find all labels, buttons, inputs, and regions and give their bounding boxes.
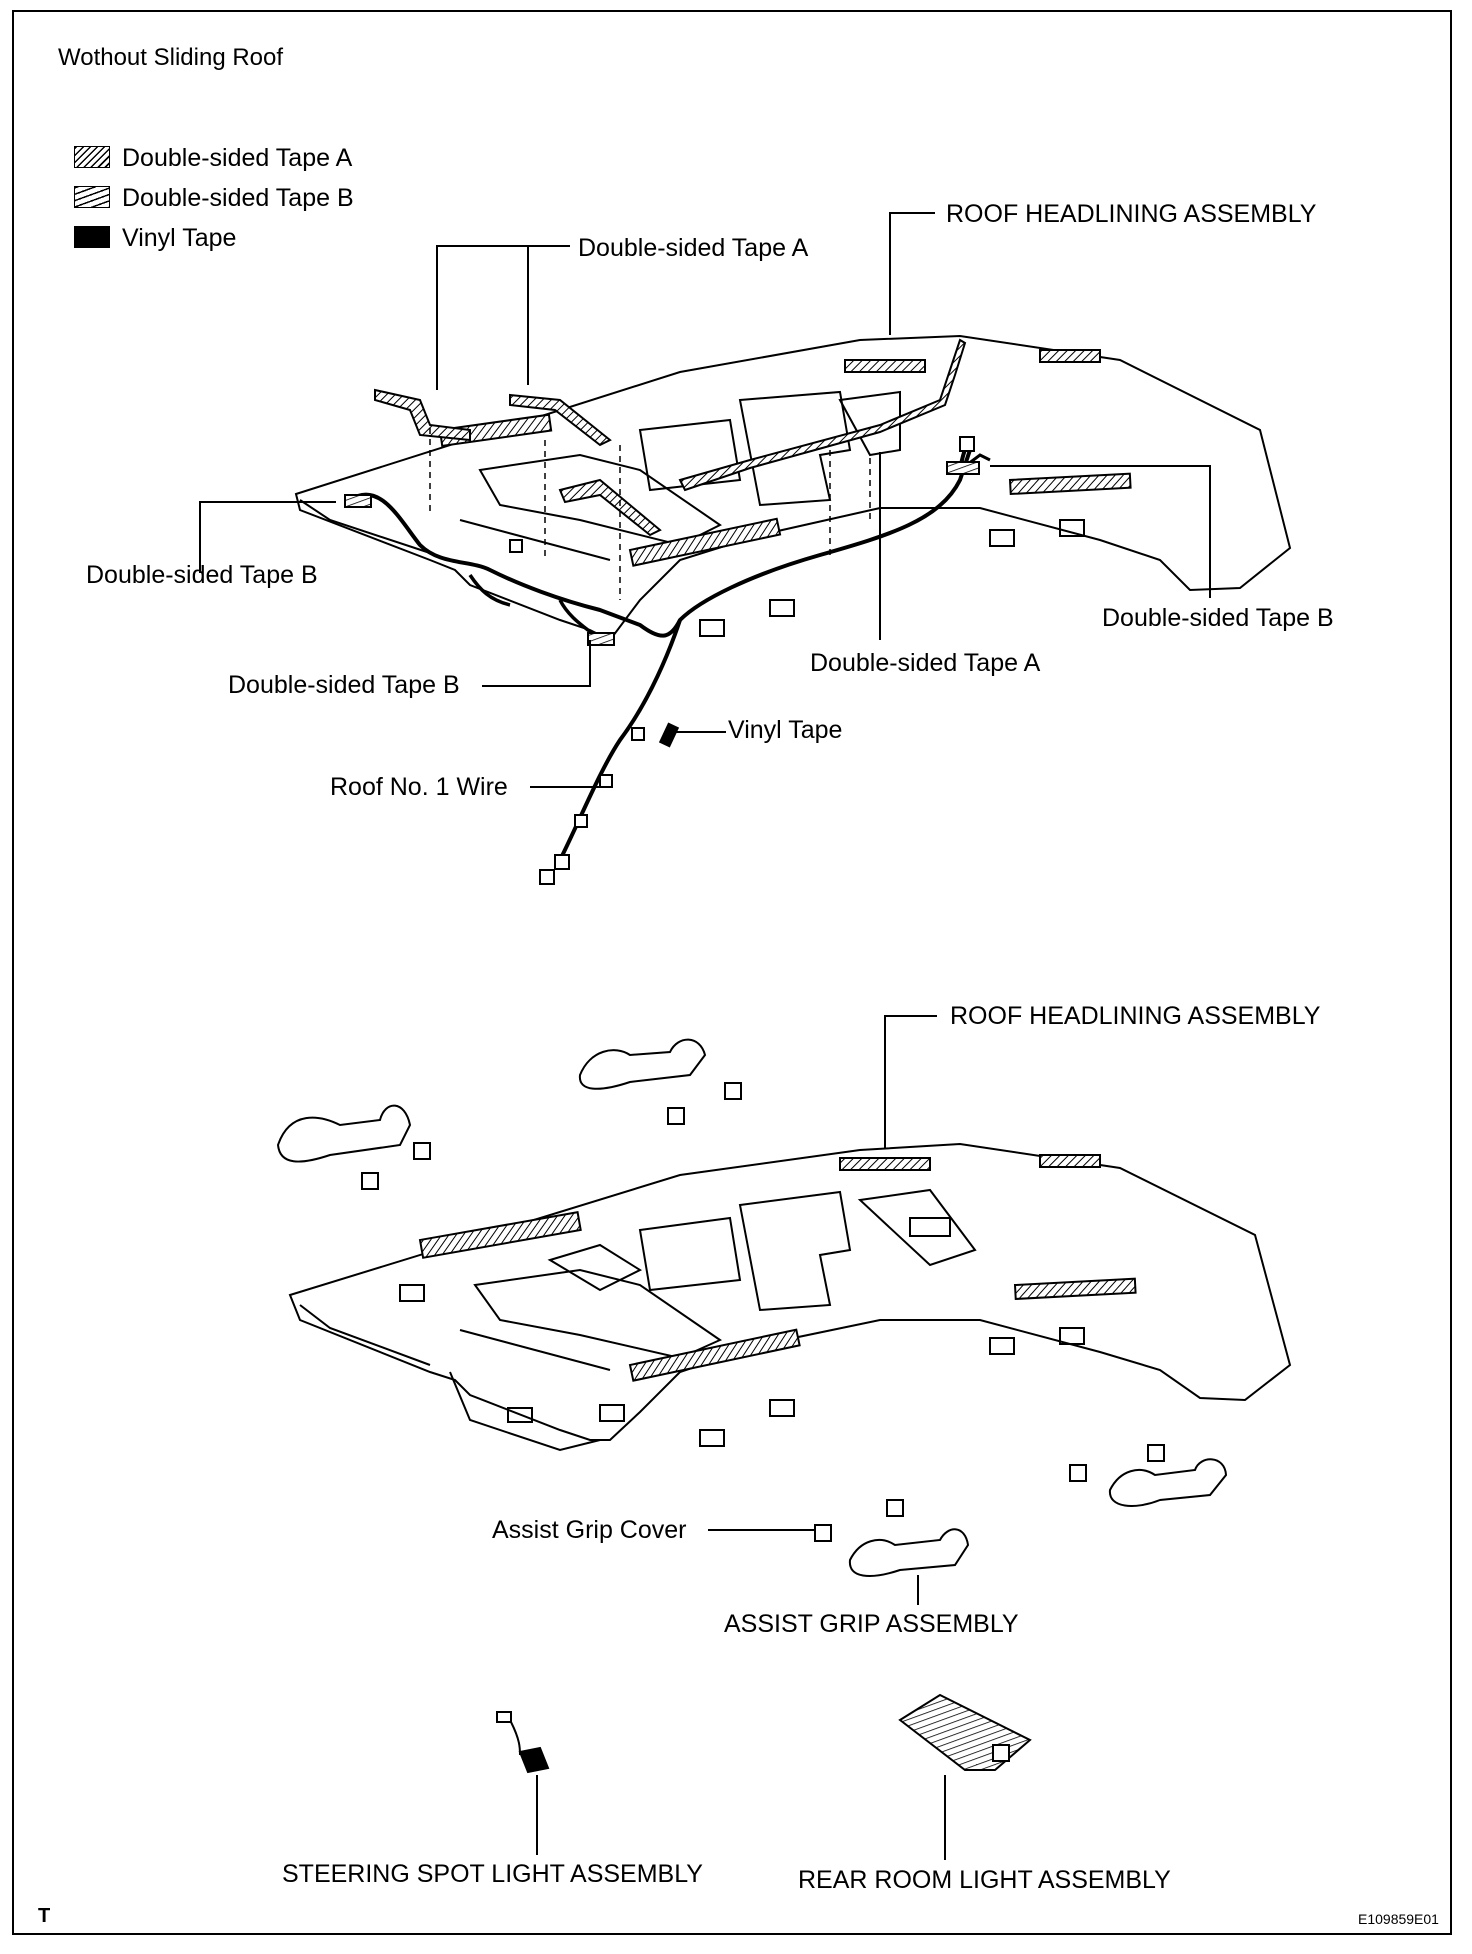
label-roof-headlining-bottom: ROOF HEADLINING ASSEMBLY (950, 1002, 1321, 1030)
legend-swatch-tape-b (74, 186, 110, 208)
legend-swatch-vinyl (74, 226, 110, 248)
label-roof-wire: Roof No. 1 Wire (330, 773, 508, 801)
label-vinyl-tape: Vinyl Tape (728, 716, 843, 744)
legend-label-tape-b: Double-sided Tape B (122, 184, 354, 212)
label-roof-headlining-top: ROOF HEADLINING ASSEMBLY (946, 200, 1317, 228)
label-steering-spot-light: STEERING SPOT LIGHT ASSEMBLY (282, 1860, 703, 1888)
label-tape-b-left: Double-sided Tape B (86, 561, 318, 589)
top-leader-lines (199, 212, 1211, 788)
bottom-headlining-drawing (288, 1142, 1292, 1452)
label-assist-grip-assembly: ASSIST GRIP ASSEMBLY (724, 1610, 1019, 1638)
label-tape-b-lower: Double-sided Tape B (228, 671, 460, 699)
label-tape-b-right: Double-sided Tape B (1102, 604, 1334, 632)
top-headlining-drawing (294, 334, 1292, 885)
label-rear-room-light: REAR ROOM LIGHT ASSEMBLY (798, 1866, 1171, 1894)
label-tape-a-center: Double-sided Tape A (810, 649, 1041, 677)
label-tape-a-top: Double-sided Tape A (578, 234, 809, 262)
legend-swatch-tape-a (74, 146, 110, 168)
lights (496, 1693, 1032, 1774)
legend-label-vinyl: Vinyl Tape (122, 224, 237, 252)
footer-letter: T (38, 1905, 51, 1927)
bottom-leader-lines (536, 1015, 946, 1860)
diagram-frame (12, 10, 1452, 1935)
legend-label-tape-a: Double-sided Tape A (122, 144, 353, 172)
assist-grips (276, 1038, 1228, 1577)
label-assist-grip-cover: Assist Grip Cover (492, 1516, 687, 1544)
page-title: Wothout Sliding Roof (58, 44, 284, 71)
figure-code: E109859E01 (1358, 1911, 1439, 1927)
